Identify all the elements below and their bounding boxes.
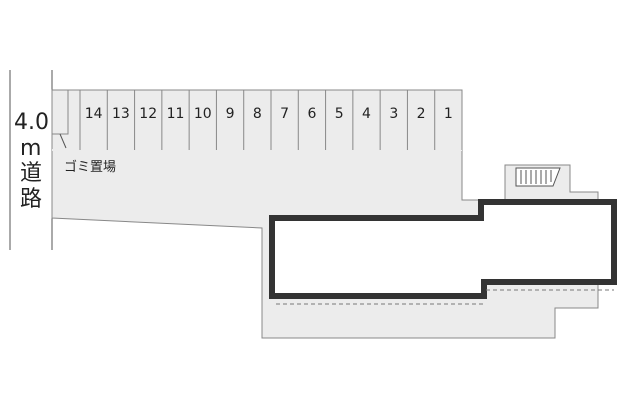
- parking-slot-number: 8: [252, 106, 262, 122]
- parking-slot-number: 14: [84, 106, 103, 122]
- road-unit-label: m: [20, 136, 42, 161]
- road-width-label: 4.0: [14, 110, 49, 135]
- gomi-area: [51, 89, 69, 135]
- parking-slot-number: 12: [139, 106, 158, 122]
- parking-slot-number: 2: [416, 106, 426, 122]
- road-char-1: 道: [20, 161, 43, 186]
- parking-slot-number: 1: [443, 106, 453, 122]
- road-char-2: 路: [20, 187, 43, 212]
- parking-slot-number: 10: [193, 106, 212, 122]
- parking-slot-number: 6: [307, 106, 317, 122]
- parking-slot-number: 11: [166, 106, 185, 122]
- gomi-label: ゴミ置場: [64, 160, 117, 175]
- parking-slot-number: 7: [280, 106, 290, 122]
- parking-slot-number: 9: [225, 106, 235, 122]
- building-outline: [269, 199, 617, 299]
- parking-slot-number: 13: [112, 106, 130, 122]
- gomi-leader-line: [59, 133, 67, 149]
- parking-slot-number: 5: [334, 106, 344, 122]
- parking-slot-number: 3: [389, 106, 399, 122]
- parking-slot-dividers: [79, 90, 463, 150]
- parking-slot-number: 4: [362, 106, 371, 122]
- staircase-icon: [515, 167, 561, 187]
